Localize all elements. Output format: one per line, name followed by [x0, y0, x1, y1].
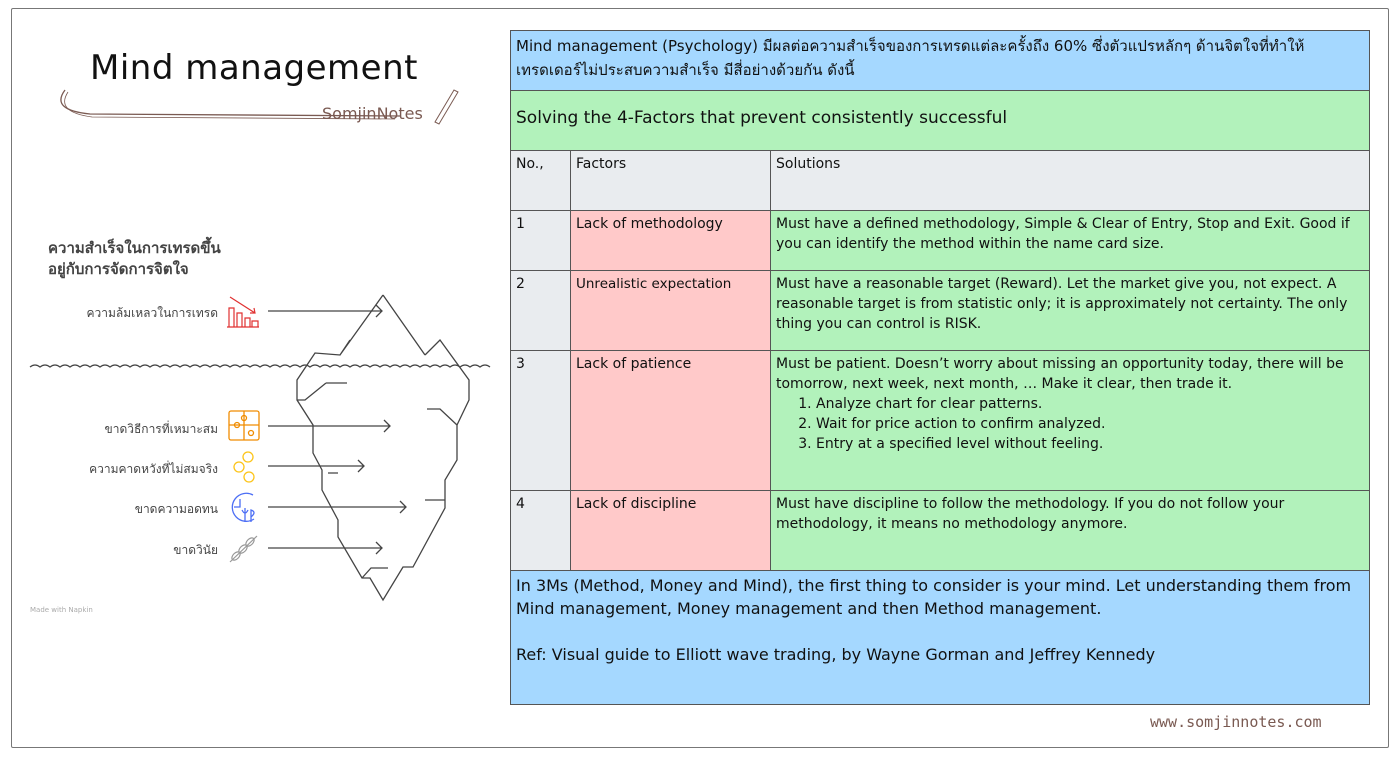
- arrow-failure: [268, 304, 383, 318]
- iceberg-diagram: [29, 294, 491, 602]
- solution-cell: Must be patient. Doesn’t worry about mis…: [770, 350, 1370, 491]
- puzzle-icon: [228, 410, 260, 441]
- website-link[interactable]: www.somjinnotes.com: [1150, 713, 1322, 731]
- steps-list: Analyze chart for clear patterns. Wait f…: [776, 394, 1364, 454]
- brand-logo: SomjinNotes: [322, 104, 423, 123]
- label-below-4: ขาดวินัย: [173, 543, 218, 557]
- reference-text: Ref: Visual guide to Elliott wave tradin…: [516, 645, 1156, 664]
- factor-cell: Lack of discipline: [570, 490, 771, 571]
- iceberg-outline: [296, 294, 470, 602]
- heading-line: ความสำเร็จในการเทรดขึ้น: [48, 239, 221, 257]
- label-trading-failure: ความล้มเหลวในการเทรด: [86, 306, 218, 320]
- arrow-4: [268, 541, 383, 555]
- label-below-3: ขาดความอดทน: [134, 502, 218, 516]
- chain-icon: [229, 535, 258, 563]
- column-header-factors: Factors: [570, 150, 771, 211]
- label-below-2: ความคาดหวังที่ไม่สมจริง: [89, 462, 218, 476]
- row-number: 2: [510, 270, 571, 351]
- linked-circles-icon: [233, 451, 255, 483]
- row-number: 4: [510, 490, 571, 571]
- title-underline-swoosh: [60, 89, 459, 125]
- pen-icon: [434, 89, 459, 125]
- factor-cell: Unrealistic expectation: [570, 270, 771, 351]
- diagram-heading: ความสำเร็จในการเทรดขึ้น อยู่กับการจัดการ…: [48, 238, 221, 280]
- table-subtitle: Solving the 4-Factors that prevent consi…: [510, 90, 1370, 151]
- column-header-no: No.,: [510, 150, 571, 211]
- row-number: 3: [510, 350, 571, 491]
- arrow-3: [268, 500, 407, 514]
- made-with-napkin-watermark: Made with Napkin: [30, 606, 93, 614]
- factor-cell: Lack of methodology: [570, 210, 771, 271]
- solution-cell: Must have a defined methodology, Simple …: [770, 210, 1370, 271]
- step-item: Analyze chart for clear patterns.: [816, 394, 1364, 414]
- footer-cell: In 3Ms (Method, Money and Mind), the fir…: [510, 570, 1370, 705]
- factor-cell: Lack of patience: [570, 350, 771, 491]
- page-frame: [11, 8, 1389, 748]
- clock-icon: [231, 492, 255, 522]
- solution-cell: Must have a reasonable target (Reward). …: [770, 270, 1370, 351]
- water-line: [29, 364, 491, 368]
- footer-text: In 3Ms (Method, Money and Mind), the fir…: [516, 576, 1352, 618]
- label-below-1: ขาดวิธีการที่เหมาะสม: [104, 422, 219, 436]
- declining-chart-icon: [227, 296, 259, 328]
- arrow-1: [268, 419, 391, 433]
- heading-line: อยู่กับการจัดการจิตใจ: [48, 260, 189, 278]
- solution-text: Must be patient. Doesn’t worry about mis…: [776, 356, 1344, 392]
- solution-cell: Must have discipline to follow the metho…: [770, 490, 1370, 571]
- intro-cell: Mind management (Psychology) มีผลต่อความ…: [510, 30, 1370, 91]
- page-title: Mind management: [90, 48, 418, 88]
- arrow-2: [268, 459, 365, 473]
- column-header-solutions: Solutions: [770, 150, 1370, 211]
- row-number: 1: [510, 210, 571, 271]
- step-item: Entry at a specified level without feeli…: [816, 434, 1364, 454]
- step-item: Wait for price action to confirm analyze…: [816, 414, 1364, 434]
